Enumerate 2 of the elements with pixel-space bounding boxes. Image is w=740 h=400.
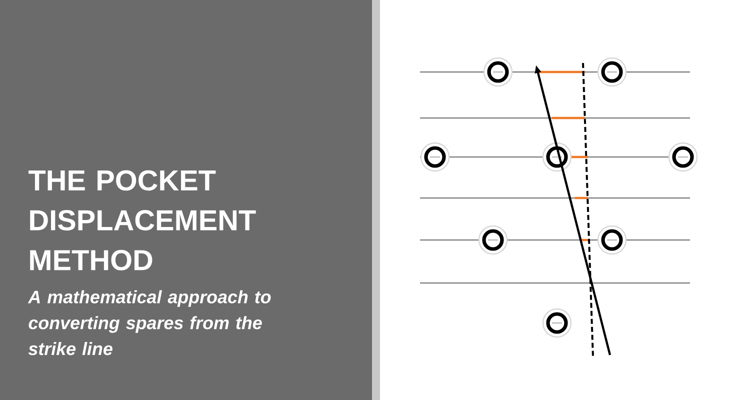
subtitle: A mathematical approach to converting spares from the strike line bbox=[28, 290, 271, 356]
title: THE POCKET DISPLACEMENT METHOD bbox=[28, 170, 256, 270]
